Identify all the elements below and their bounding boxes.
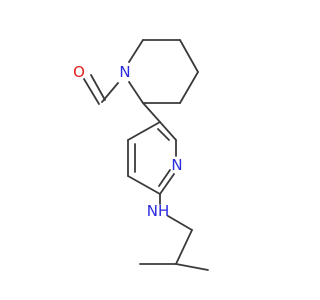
amine-nh-label: NH: [147, 202, 170, 220]
pyridine-nitrogen-label: N: [171, 156, 182, 174]
bond-nh-ch2: [167, 215, 193, 231]
oxygen-atom-label: O: [73, 63, 85, 81]
bond-c4-c3: [179, 71, 199, 104]
piperidine-nitrogen-label: N: [119, 63, 130, 81]
bond-py2-py3: [159, 121, 177, 141]
bond-ch-me2: [175, 263, 209, 271]
bond-aldehyde-co-a: [83, 78, 100, 105]
bond-aldehyde-co-b: [90, 74, 106, 101]
bond-c2-n1: [128, 81, 144, 104]
bond-ch2-ch: [175, 229, 193, 265]
bond-c2-py3: [142, 102, 161, 123]
bond-c5-c4: [179, 39, 199, 73]
bond-py5-py6: [127, 175, 161, 195]
atom-labels: O N N NH: [73, 63, 183, 220]
bond-py3-py4: [127, 121, 161, 141]
bond-py6-npy: [159, 173, 175, 195]
bonds: [83, 39, 209, 271]
bond-n1-c6: [128, 39, 144, 63]
bond-formyl-n1: [101, 82, 119, 103]
bond-py6-npy-inner: [158, 169, 171, 187]
molecule-structure: O N N NH: [73, 39, 209, 271]
bond-py2-py3-inner: [157, 128, 170, 141]
